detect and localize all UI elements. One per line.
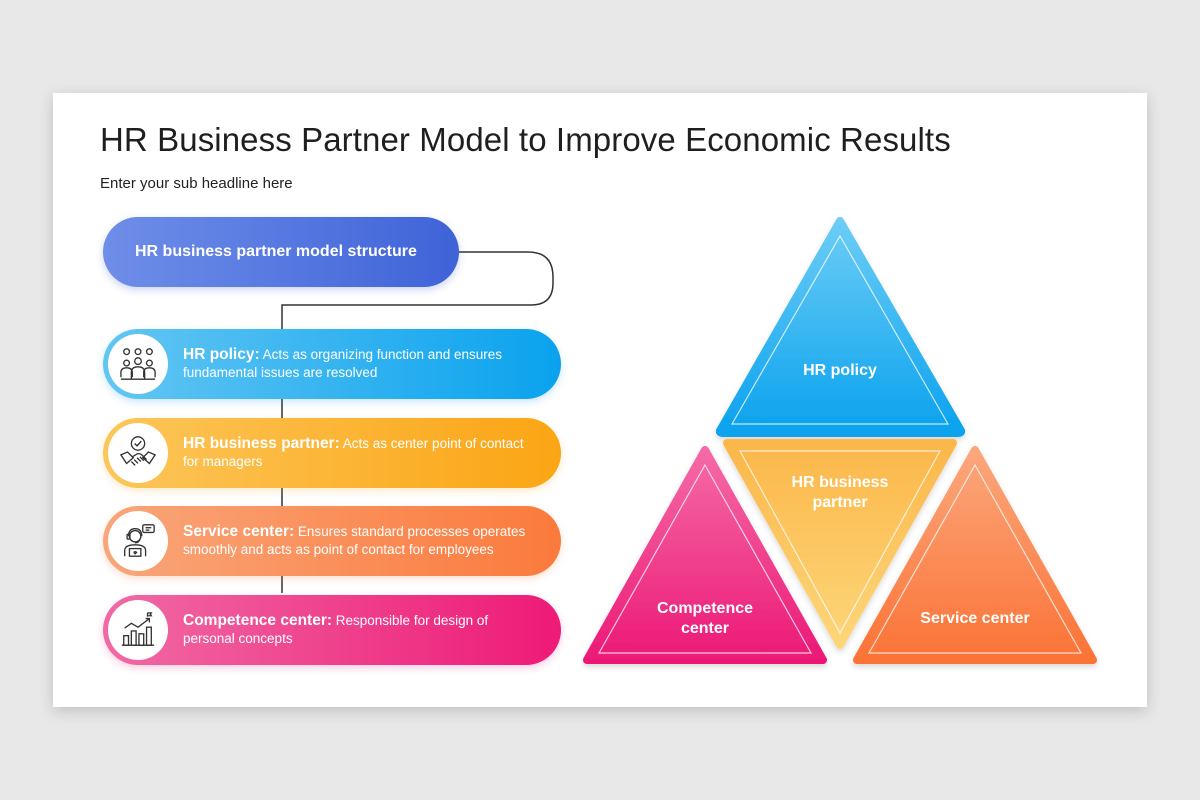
pyramid-left-label: Competence center xyxy=(656,600,754,637)
item-label: Competence center: xyxy=(183,612,333,629)
item-description: Acts as center point of contact for mana… xyxy=(183,436,524,469)
item-label: HR policy: xyxy=(183,346,260,363)
pyramid-right-triangle xyxy=(853,446,1097,664)
item-description: Responsible for design of personal conce… xyxy=(183,613,489,646)
item-label: HR business partner: xyxy=(183,435,340,452)
structure-item-hr-business-partner: HR business partner: Acts as center poin… xyxy=(103,418,561,488)
team-gears-icon xyxy=(108,334,168,394)
structure-item-service-center: Service center: Ensures standard process… xyxy=(103,506,561,576)
pyramid-left-triangle xyxy=(583,446,827,664)
item-description: Ensures standard processes operates smoo… xyxy=(183,524,526,557)
structure-header-pill: HR business partner model structure xyxy=(103,217,459,287)
slide: HR Business Partner Model to Improve Eco… xyxy=(53,93,1147,707)
pyramid-diagram xyxy=(583,217,1097,664)
connector-lines xyxy=(281,251,554,593)
structure-header-label: HR business partner model structure xyxy=(135,243,417,260)
handshake-badge-icon xyxy=(108,423,168,483)
pyramid-right-label: Service center xyxy=(920,610,1030,627)
structure-item-hr-policy: HR policy: Acts as organizing function a… xyxy=(103,329,561,399)
pyramid-top-label: HR policy xyxy=(803,362,877,379)
pyramid-center-triangle xyxy=(723,439,957,649)
item-description: Acts as organizing function and ensures … xyxy=(183,347,503,380)
growth-chart-icon xyxy=(108,600,168,660)
pyramid-center-label: HR business partner xyxy=(791,474,889,511)
page-subtitle: Enter your sub headline here xyxy=(100,175,293,192)
support-agent-icon xyxy=(108,511,168,571)
page-title: HR Business Partner Model to Improve Eco… xyxy=(100,121,951,158)
structure-item-competence-center: Competence center: Responsible for desig… xyxy=(103,595,561,665)
item-label: Service center: xyxy=(183,523,295,540)
pyramid-top-triangle xyxy=(715,217,966,437)
